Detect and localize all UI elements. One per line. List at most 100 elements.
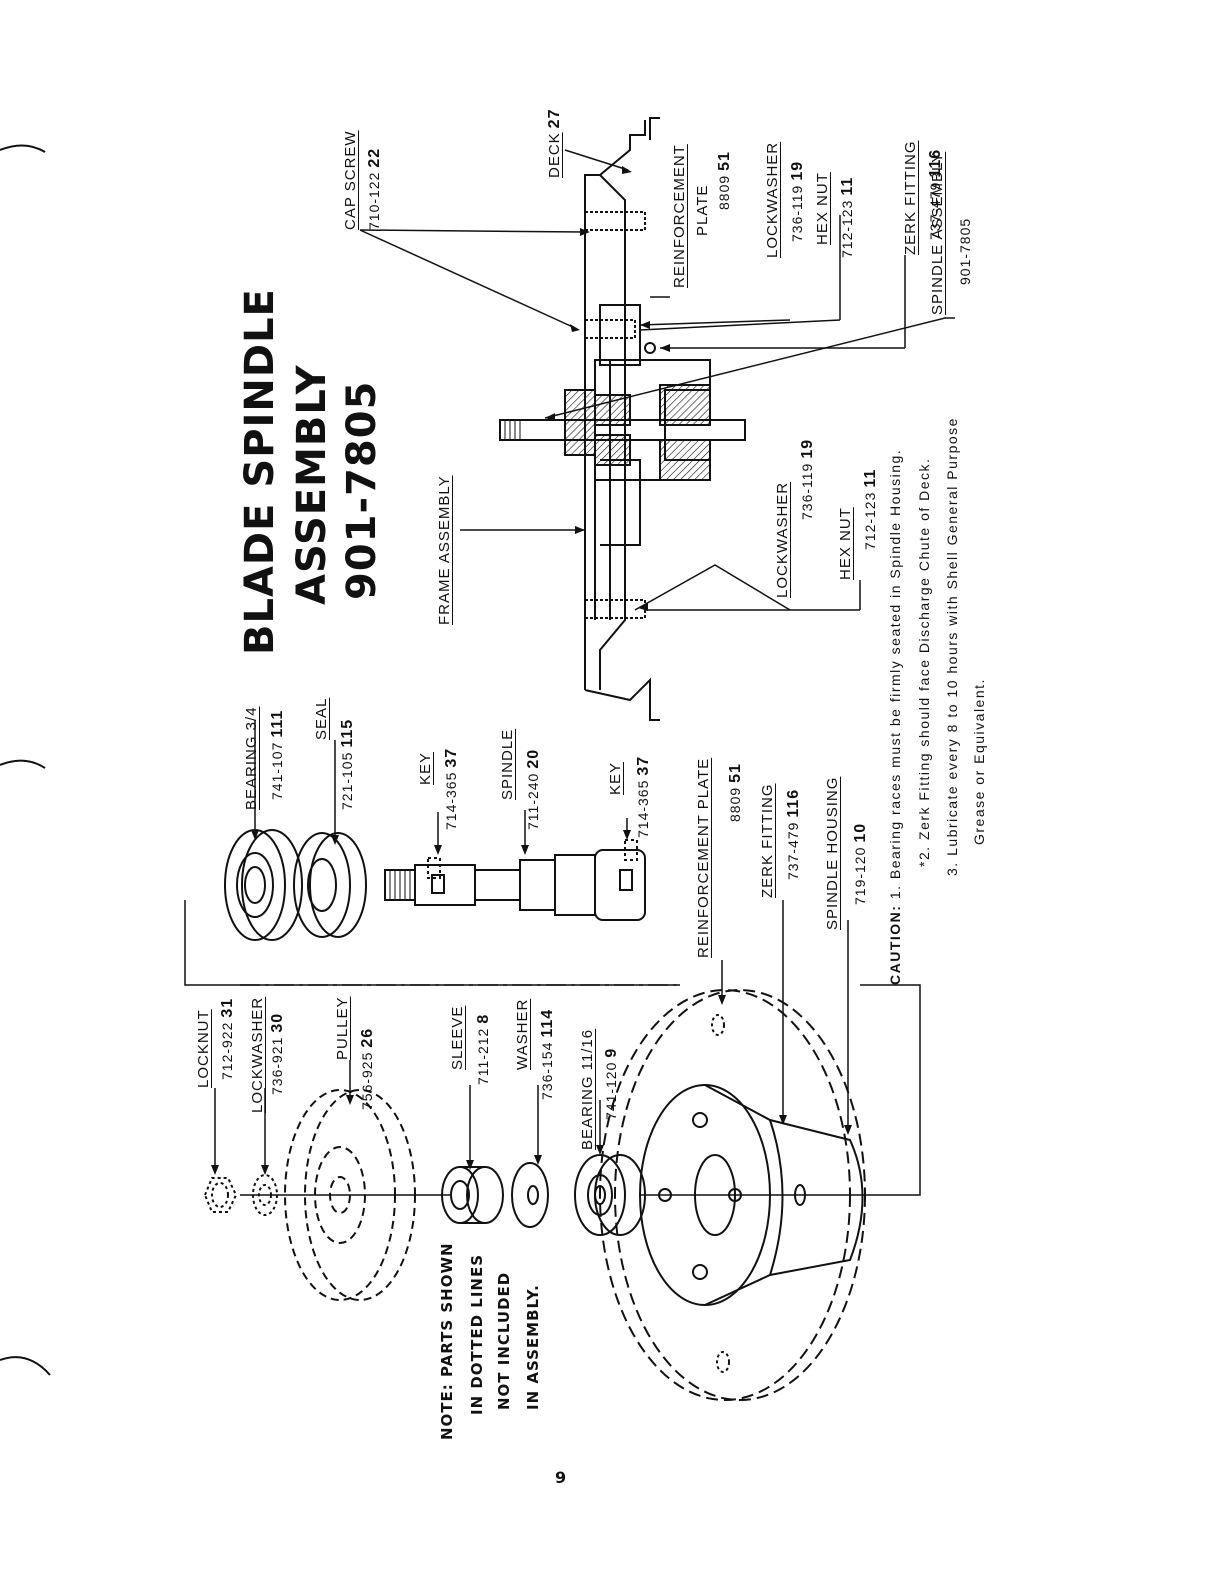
sleeve-number-line: 711-2128 xyxy=(475,1013,492,1085)
spindle-name: SPINDLE xyxy=(499,728,516,800)
reinforcement-plate-part-no: 8809 xyxy=(727,786,743,822)
reinforcement-plate-label: REINFORCEMENT PLATE xyxy=(695,757,712,958)
deck-label: DECK27 xyxy=(546,109,563,178)
assembly-lockwasher-lower-part-no: 736-119 xyxy=(799,462,815,520)
locknut-dotted xyxy=(203,1177,238,1213)
reinforcement-plate-ref: 51 xyxy=(727,763,744,783)
binder-mark-bottom xyxy=(0,1356,51,1376)
assembly-reinforcement-plate-word: PLATE xyxy=(694,185,711,236)
assembly-zerk-number-line: 737-479 116 xyxy=(927,148,944,240)
spindle-label: SPINDLE xyxy=(499,728,516,800)
locknut-ref: 31 xyxy=(219,997,236,1018)
key-2-name: KEY xyxy=(607,761,624,795)
cap-screw-part-no: 710-122 xyxy=(366,171,382,230)
key-1-ref: 37 xyxy=(443,747,460,768)
seal-ref: 115 xyxy=(339,718,356,748)
assembly-reinforcement-ref: 51 xyxy=(716,151,733,171)
sleeve-ref: 8 xyxy=(475,1013,492,1024)
bearing-3-4-part-no: 741-107 xyxy=(269,741,285,800)
locknut-number-line: 712-922 31 xyxy=(219,997,236,1080)
page-number: 9 xyxy=(555,1468,567,1487)
bearing-11-16-drawing xyxy=(574,1154,646,1236)
spindle-part-no: 711-240 xyxy=(525,772,541,830)
bearing-11-16-part-no: 741-120 xyxy=(603,1061,619,1120)
key-2-label: KEY xyxy=(607,761,624,795)
bearing-11-16-name: BEARING 11/16 xyxy=(579,1028,596,1150)
assembly-lockwasher-upper-part-no: 736-119 xyxy=(789,184,805,242)
spindle-drawing xyxy=(384,849,646,921)
cap-screw-label: CAP SCREW xyxy=(342,130,359,230)
bearing-3-4-label: BEARING 3/4 xyxy=(243,706,260,810)
note-line-2: IN DOTTED LINES xyxy=(468,1253,486,1415)
bearing-11-16-label: BEARING 11/16 xyxy=(579,1028,596,1150)
assembly-lockwasher-upper-label: LOCKWASHER xyxy=(764,142,781,258)
pulley-label: PULLEY xyxy=(334,996,351,1060)
pulley-name: PULLEY xyxy=(334,996,351,1060)
assembly-hexnut-lower-ref: 11 xyxy=(862,468,879,488)
spindle-assembly-part-no: 901-7805 xyxy=(957,217,973,285)
plate-hole-top xyxy=(711,1014,725,1036)
spindle-housing-ref: 10 xyxy=(852,822,869,843)
binder-mark-top xyxy=(0,144,46,153)
assembly-lockwasher-upper-number-line: 736-119 19 xyxy=(789,160,806,242)
lockwasher-name: LOCKWASHER xyxy=(249,996,266,1113)
washer-label: WASHER xyxy=(514,999,531,1070)
key-1-part-no: 714-365 xyxy=(443,771,459,830)
frame-assembly-label: FRAME ASSEMBLY xyxy=(436,475,453,625)
assembly-lockwasher-lower-ref: 19 xyxy=(799,438,816,459)
assembly-reinforcement-number-line: 8809 51 xyxy=(716,151,733,210)
sleeve-drawing xyxy=(441,1166,504,1224)
locknut-name: LOCKNUT xyxy=(195,1009,212,1088)
washer-number-line: 736-154114 xyxy=(539,1009,556,1100)
caution-line-1: CAUTION: 1. Bearing races must be firmly… xyxy=(887,449,903,985)
locknut-part-no: 712-922 xyxy=(219,1021,235,1080)
caution-line-3: 3. Lubricate every 8 to 10 hours with Sh… xyxy=(944,417,960,876)
cap-screw-ref: 22 xyxy=(366,147,383,168)
locknut-label: LOCKNUT xyxy=(195,1009,212,1088)
bearing-11-16-number-line: 741-120 9 xyxy=(603,1047,620,1120)
spindle-housing-part-no: 719-120 xyxy=(852,846,868,905)
bearing-11-16-ref: 9 xyxy=(603,1047,620,1058)
bearing-3-4-drawing xyxy=(224,829,303,941)
exploded-leaders xyxy=(214,720,849,1170)
note-line-4: IN ASSEMBLY. xyxy=(524,1284,542,1410)
cap-screw-name: CAP SCREW xyxy=(342,130,359,230)
assembly-zerk-ref: 116 xyxy=(927,148,944,178)
key-dotted-1 xyxy=(427,857,441,879)
assembly-hexnut-upper-number-line: 712-123 11 xyxy=(839,176,856,258)
assembly-hexnut-lower-label: HEX NUT xyxy=(837,507,854,580)
assembly-hexnut-lower-number-line: 712-12311 xyxy=(862,468,879,550)
assembly-hexnut-upper-ref: 11 xyxy=(839,176,856,196)
reinforcement-plate-name: REINFORCEMENT PLATE xyxy=(695,757,712,958)
assembly-zerk-label: ZERK FITTING xyxy=(902,141,919,256)
assembly-zerk-part-no: 737-479 xyxy=(927,181,943,240)
assembly-lockwasher-upper-ref: 19 xyxy=(789,160,806,181)
assembly-reinforcement-name: REINFORCEMENT xyxy=(671,144,688,288)
sleeve-name: SLEEVE xyxy=(449,1005,466,1070)
lockwasher-label: LOCKWASHER xyxy=(249,996,266,1113)
washer-drawing xyxy=(511,1162,549,1228)
assembly-reinforcement-label: REINFORCEMENT xyxy=(671,144,688,288)
assembly-hexnut-upper-part-no: 712-123 xyxy=(839,199,855,258)
spindle-assembly-number-line: 901-7805 xyxy=(957,217,973,285)
title-line-3: 901-7805 xyxy=(339,380,385,600)
key-2-ref: 37 xyxy=(635,755,652,776)
spindle-housing-number-line: 719-120 10 xyxy=(852,822,869,905)
assembly-hexnut-upper-name: HEX NUT xyxy=(814,172,831,245)
lockwasher-ref: 30 xyxy=(269,1012,286,1033)
exploded-arrowheads xyxy=(211,830,852,1175)
reinforcement-plate-number-line: 8809 51 xyxy=(727,763,744,822)
pulley-ref: 26 xyxy=(359,1027,376,1048)
note-line-1: NOTE: PARTS SHOWN xyxy=(438,1242,456,1440)
pulley-number-line: 756-92526 xyxy=(359,1027,376,1110)
deck-name: DECK xyxy=(546,132,563,178)
zerk-fitting-part-no: 737-479 xyxy=(785,821,801,880)
caution-line-4: Grease or Equivalent. xyxy=(971,678,987,845)
title-line-1: BLADE SPINDLE xyxy=(237,288,283,655)
assembly-reinforcement-part-no: 8809 xyxy=(716,174,732,210)
plate-hole-bottom xyxy=(716,1351,730,1373)
caution-line-2: *2. Zerk Fitting should face Discharge C… xyxy=(916,457,932,867)
assembly-lockwasher-lower-number-line: 736-119 19 xyxy=(799,438,816,520)
zerk-fitting-name: ZERK FITTING xyxy=(759,783,776,899)
key-1-label: KEY xyxy=(417,752,434,785)
